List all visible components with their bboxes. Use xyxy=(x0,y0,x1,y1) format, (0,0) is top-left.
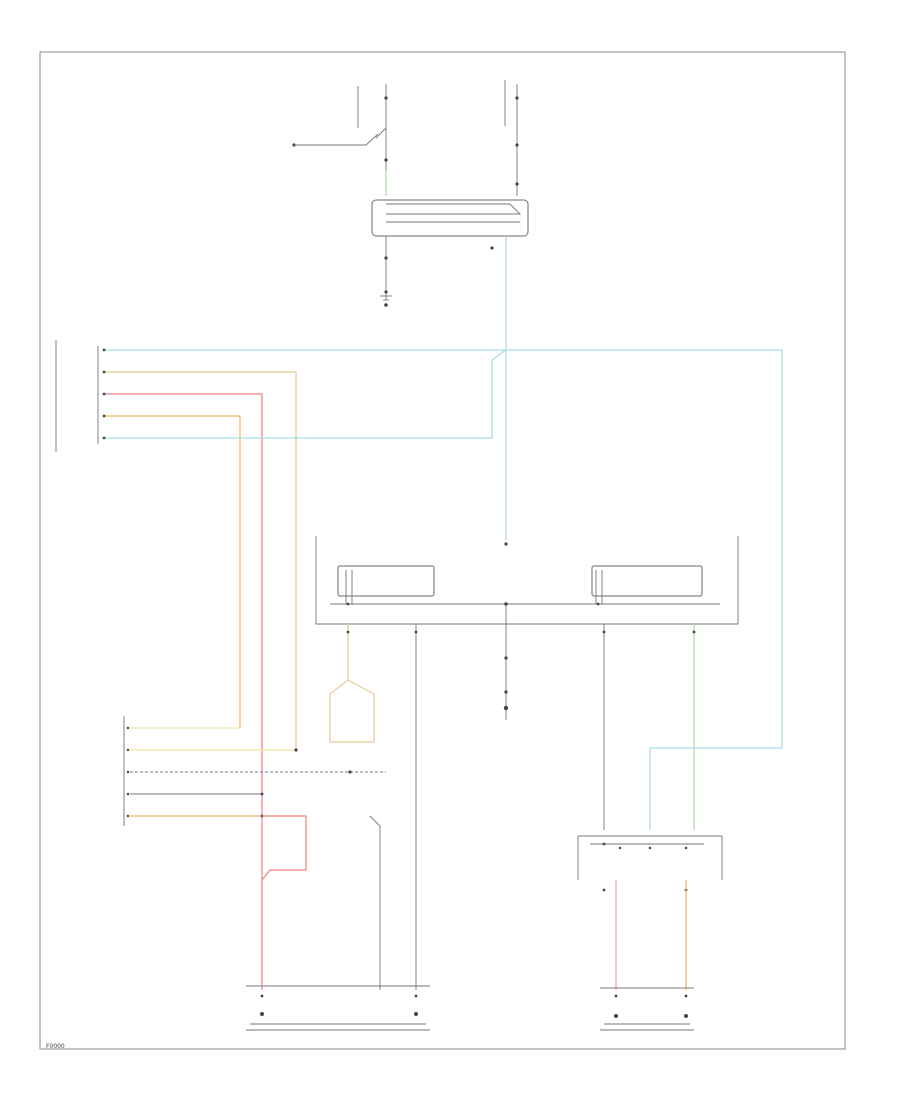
diagram-id: F0000 xyxy=(46,1043,65,1050)
wire-orange-bus xyxy=(104,415,241,728)
memory-seat-module xyxy=(123,716,130,826)
wire-red-bus xyxy=(104,393,263,990)
power-seat-switch xyxy=(315,536,739,720)
right-seat-switch xyxy=(577,835,723,892)
fuse-block-left xyxy=(292,84,388,196)
wire-lt-blu-cross xyxy=(104,349,507,439)
wire-lt-blu-top xyxy=(104,349,783,830)
right-seat-motor xyxy=(600,987,694,1031)
left-harness-connector xyxy=(55,340,106,452)
wire-tan-left-out xyxy=(329,624,375,743)
power-seat-relay xyxy=(371,199,529,307)
wire-tan-bus xyxy=(104,371,297,750)
wire-red-loop xyxy=(261,815,307,881)
wire-wht-motor-left xyxy=(369,815,381,990)
left-seat-motor xyxy=(246,985,430,1031)
diagram-border xyxy=(39,51,846,1050)
fuse-block-right xyxy=(504,80,519,196)
